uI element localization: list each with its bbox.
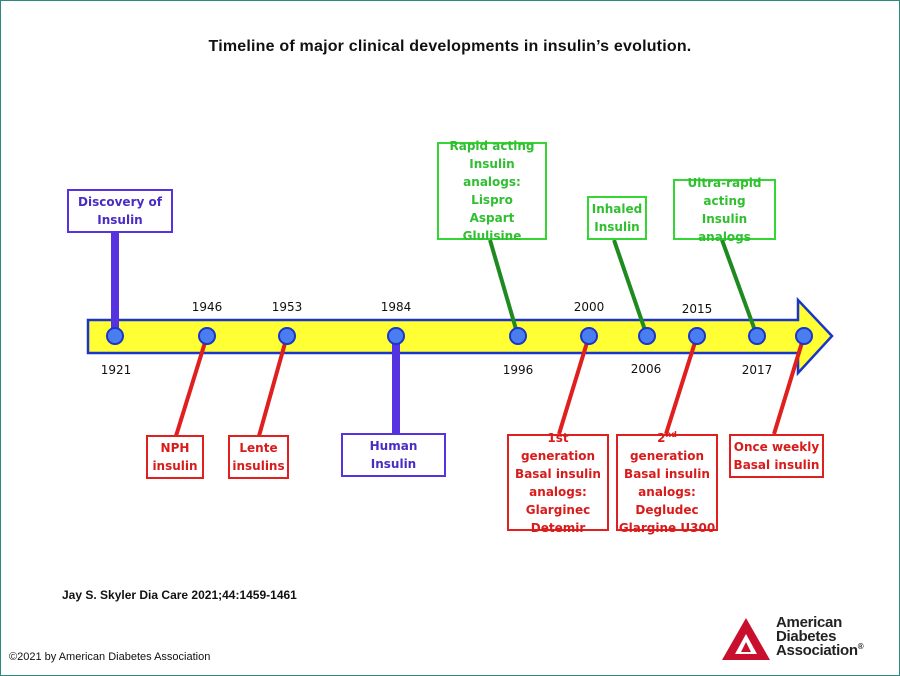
year-label-2000: 2000 [573, 300, 605, 314]
event-line: Basal insulin [624, 466, 710, 481]
year-label-1921: 1921 [100, 363, 132, 377]
year-label-2017: 2017 [741, 363, 773, 377]
year-label-1946: 1946 [191, 300, 223, 314]
event-box-second-generation: 2nd generation Basal insulin analogs: De… [616, 430, 718, 535]
year-label-2015: 2015 [681, 302, 713, 316]
year-label-1984: 1984 [380, 300, 412, 314]
dot-2006 [638, 327, 656, 345]
year-label-2006: 2006 [630, 362, 662, 376]
ada-logo: American Diabetes Association® [720, 614, 890, 662]
slide-title: Timeline of major clinical developments … [208, 38, 692, 55]
event-line: analogs: [638, 484, 696, 499]
event-box-rapid-acting: Rapid acting Insulin analogs: Lispro Asp… [437, 139, 547, 243]
connector-second-gen [664, 335, 699, 435]
registered-mark: ® [857, 642, 864, 651]
citation: Jay S. Skyler Dia Care 2021;44:1459-1461 [62, 588, 297, 602]
event-line: Insulin analogs: [463, 157, 521, 189]
dot-2000 [580, 327, 598, 345]
year-label-1953: 1953 [271, 300, 303, 314]
connector-ultra [720, 239, 759, 337]
connector-inhaled [612, 239, 649, 337]
dot-1946 [198, 327, 216, 345]
event-line: Ultra-rapid [687, 175, 762, 190]
event-line: Rapid acting [449, 139, 535, 153]
event-line: Once weekly [733, 440, 820, 454]
event-line: Glargine U300 [618, 520, 716, 535]
event-line: Insulin analogs [698, 211, 751, 244]
event-line: Detemir [530, 520, 586, 535]
event-line: Lispro [471, 193, 513, 207]
ada-line-1: American [776, 614, 842, 631]
event-line: acting [703, 193, 746, 208]
event-box-human-insulin: Human Insulin [341, 433, 446, 477]
event-line: Basal insulin [733, 458, 820, 472]
event-line-superscript: nd [665, 429, 677, 439]
dot-2015 [688, 327, 706, 345]
connector-lente [257, 335, 289, 437]
dot-1921 [106, 327, 124, 345]
event-line: Basal insulin [515, 466, 601, 481]
event-box-inhaled: Inhaled Insulin [587, 196, 647, 240]
event-line: Inhaled [591, 202, 643, 216]
event-box-nph: NPH insulin [146, 435, 204, 479]
event-line-suffix: generation [629, 448, 705, 463]
timeline-arrow [86, 296, 834, 377]
year-label-1996: 1996 [502, 363, 534, 377]
event-box-lente: Lente insulins [228, 435, 289, 479]
event-line: Insulin [97, 213, 143, 227]
event-box-ultra-rapid: Ultra-rapid acting Insulin analogs [673, 176, 776, 244]
connector-weekly [772, 335, 806, 435]
ada-triangle-icon [722, 618, 770, 660]
event-line: Discovery of [78, 195, 162, 209]
event-box-discovery: Discovery of Insulin [67, 189, 173, 233]
dot-latest [795, 327, 813, 345]
event-line: analogs: [529, 484, 587, 499]
event-line: Insulin [594, 220, 640, 234]
dot-1996 [509, 327, 527, 345]
event-box-first-generation: 1st generation Basal insulin analogs: Gl… [507, 431, 609, 535]
copyright: ©2021 by American Diabetes Association [9, 651, 211, 663]
ada-wordmark: American Diabetes Association® [776, 614, 864, 659]
dot-2017 [748, 327, 766, 345]
event-line: Aspart [469, 211, 515, 225]
event-line: Degludec [635, 502, 699, 517]
ada-line-3-text: Association [776, 642, 858, 659]
event-line: insulins [232, 459, 285, 473]
ada-line-3: Association® [776, 642, 864, 659]
event-line: Insulin [370, 457, 417, 471]
event-line-prefix: 2 [657, 430, 666, 445]
event-line: Glarginec [525, 502, 591, 517]
event-line: 2nd generation [618, 429, 716, 465]
event-line: 1st generation [520, 430, 596, 463]
connector-nph [174, 335, 209, 437]
event-line: insulin [152, 459, 198, 473]
ada-line-2: Diabetes [776, 628, 837, 645]
event-line: Glulisine [462, 229, 522, 243]
connector-rapid [488, 239, 520, 337]
dot-1953 [278, 327, 296, 345]
event-line: Lente [239, 441, 278, 455]
dot-1984 [387, 327, 405, 345]
event-line: Human [369, 439, 418, 453]
event-line: NPH [160, 441, 190, 455]
event-box-once-weekly: Once weekly Basal insulin [729, 434, 824, 478]
connector-first-gen [557, 335, 591, 435]
